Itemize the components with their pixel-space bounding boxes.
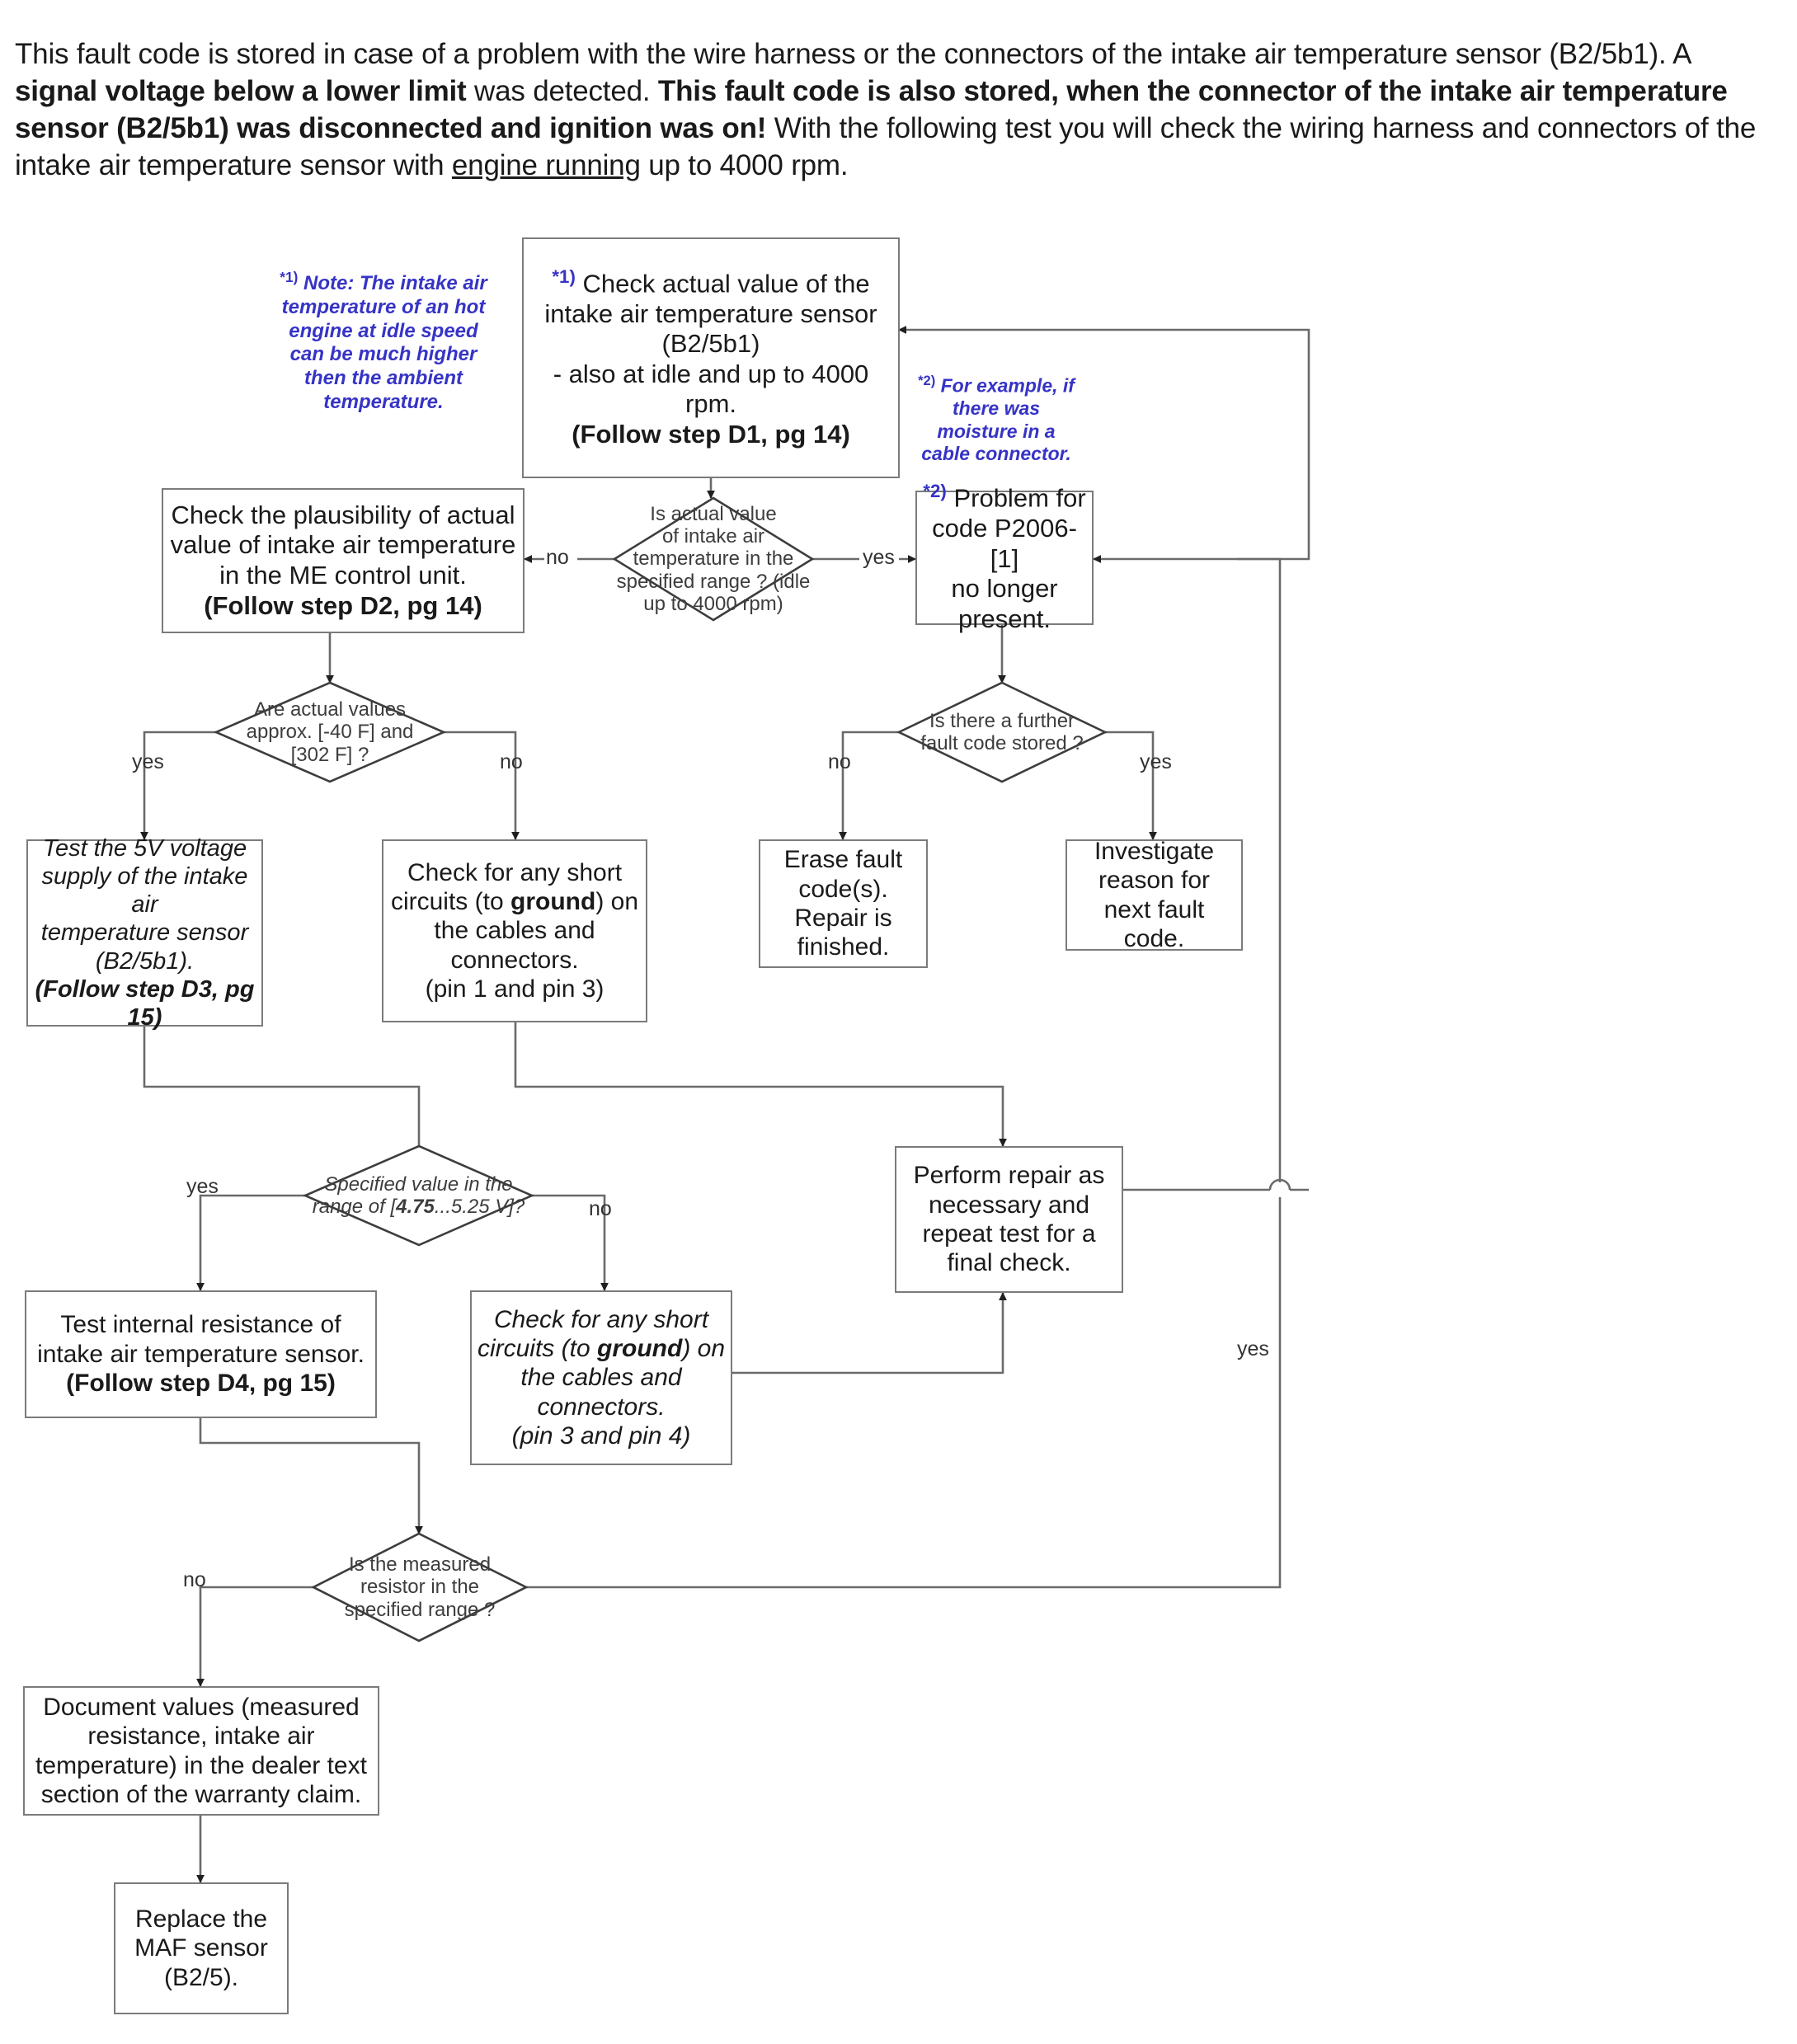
node-check-plausibility-line1: Check the plausibility of actual (171, 500, 515, 529)
node-check-plausibility-line3: in the ME control unit. (219, 561, 467, 590)
edge-label-no-4: no (589, 1197, 612, 1220)
node-test-internal-resistance[interactable]: Test internal resistance of intake air t… (25, 1290, 377, 1418)
node-test-5v-supply[interactable]: Test the 5V voltage supply of the intake… (26, 835, 263, 1031)
node-check-plausibility[interactable]: Check the plausibility of actual value o… (162, 488, 525, 633)
node-test-5v-line5: (Follow step D3, pg 15) (35, 975, 255, 1031)
node-perform-line4: final check. (947, 1249, 1071, 1277)
node-erase-line3: Repair is (794, 905, 892, 932)
node-replace-line1: Replace the (134, 1905, 268, 1933)
edge-label-yes-5: yes (1237, 1337, 1269, 1360)
node-internal-res-line1: Test internal resistance of (60, 1311, 341, 1339)
node-short34-line2a: circuits (to (477, 1334, 597, 1362)
node-problem-no-longer-present[interactable]: *2) Problem for code P2006-[1] no longer… (915, 481, 1094, 633)
intro-text-2: was detected. (466, 75, 658, 108)
intro-bold-2: This fault code is also stored, when the… (15, 75, 1728, 145)
node-check-actual-value-line3: (B2/5b1) (661, 329, 760, 359)
edge-label-no-1: no (546, 546, 569, 569)
node-investigate-line1: Investigate (1094, 837, 1215, 865)
node-problem-line1: Problem for (953, 483, 1086, 513)
node-short34-line2c: ) on (682, 1334, 726, 1362)
note-1-text: Note: The intake air temperature of an h… (281, 272, 487, 413)
note-2-marker: *2) (918, 373, 936, 388)
node-perform-line1: Perform repair as (913, 1162, 1105, 1190)
node-document-line2: resistance, intake air (87, 1722, 315, 1750)
node-erase-line4: finished. (797, 933, 890, 961)
intro-text-4: up to 4000 rpm. (640, 149, 849, 182)
node-replace-maf-sensor[interactable]: Replace the MAF sensor (B2/5). (114, 1882, 289, 2014)
node-short34-ground: ground (597, 1334, 683, 1362)
node-problem-line4: present. (957, 604, 1051, 634)
node-short34-line4: connectors. (537, 1393, 666, 1421)
node-perform-line2: necessary and (928, 1191, 1090, 1219)
note-1-marker: *1) (280, 269, 299, 285)
node-short13-line2c: ) on (595, 887, 639, 915)
node-check-actual-value-line1: Check actual value of the (582, 268, 870, 298)
intro-text-1: This fault code is stored in case of a p… (15, 38, 1691, 70)
intro-bold-1: signal voltage below a lower limit (15, 75, 467, 108)
intro-text-3: With the following test you will check t… (15, 112, 1757, 182)
node-investigate-line2: reason for (1098, 867, 1211, 895)
edge-label-no-2: no (500, 750, 523, 773)
node-document-line3: temperature) in the dealer text (35, 1751, 367, 1779)
node-erase-line1: Erase fault (783, 846, 903, 874)
node-short13-line1: Check for any short (407, 858, 623, 886)
node-erase-fault-codes[interactable]: Erase fault code(s). Repair is finished. (759, 839, 928, 968)
node-check-plausibility-line4: (Follow step D2, pg 14) (204, 590, 482, 620)
node-investigate-reason[interactable]: Investigate reason for next fault code. (1065, 837, 1243, 952)
intro-paragraph: This fault code is stored in case of a p… (15, 35, 1780, 185)
node-short13-line3: the cables and (434, 917, 595, 945)
edge-label-yes-2: yes (132, 750, 164, 773)
node-internal-res-line3: (Follow step D4, pg 15) (66, 1370, 336, 1398)
edge-label-yes-3: yes (1140, 750, 1172, 773)
node-short-circuits-pin1-pin3[interactable]: Check for any short circuits (to ground)… (382, 839, 647, 1022)
note-2-text: For example, if there was moisture in a … (921, 374, 1075, 465)
node-test-5v-line1: Test the 5V voltage (42, 834, 247, 862)
edge-label-yes-4: yes (186, 1175, 219, 1198)
node-test-5v-line4: (B2/5b1). (95, 947, 195, 975)
node-check-actual-value-marker: *1) (552, 265, 576, 287)
node-document-line4: section of the warranty claim. (40, 1780, 362, 1808)
node-document-values[interactable]: Document values (measured resistance, in… (23, 1686, 379, 1816)
node-internal-res-line2: intake air temperature sensor. (37, 1340, 365, 1368)
note-1: *1) Note: The intake air temperature of … (272, 269, 495, 415)
node-perform-line3: repeat test for a (922, 1220, 1096, 1248)
node-problem-line3: no longer (951, 574, 1058, 604)
node-check-actual-value-line2: intake air temperature sensor (544, 298, 877, 328)
edge-label-yes-1: yes (863, 546, 895, 569)
node-check-plausibility-line2: value of intake air temperature (170, 530, 516, 560)
note-2: *2) For example, if there was moisture i… (918, 373, 1075, 466)
node-check-actual-value-line4: - also at idle and up to 4000 rpm. (553, 359, 869, 419)
node-perform-repair[interactable]: Perform repair as necessary and repeat t… (895, 1146, 1123, 1293)
node-short34-line5: (pin 3 and pin 4) (511, 1422, 691, 1450)
intro-underline: engine running (451, 149, 641, 182)
node-document-line1: Document values (measured (43, 1693, 360, 1721)
node-check-actual-value-line5: (Follow step D1, pg 14) (572, 419, 850, 449)
edge-label-no-5: no (183, 1568, 206, 1591)
node-short34-line3: the cables and (520, 1364, 682, 1392)
node-erase-line2: code(s). (798, 875, 888, 903)
node-test-5v-line2: supply of the intake air (41, 862, 248, 919)
node-test-5v-line3: temperature sensor (40, 919, 249, 947)
node-short13-line2a: circuits (to (390, 887, 510, 915)
node-short13-line5: (pin 1 and pin 3) (425, 975, 604, 1003)
node-short-circuits-pin3-pin4[interactable]: Check for any short circuits (to ground)… (470, 1290, 732, 1465)
node-check-actual-value[interactable]: *1) Check actual value of the intake air… (522, 237, 900, 478)
edge-label-no-3: no (828, 750, 851, 773)
node-problem-marker: *2) (923, 481, 947, 502)
node-replace-line3: (B2/5). (163, 1963, 239, 1991)
node-short34-line1: Check for any short (493, 1305, 709, 1333)
node-replace-line2: MAF sensor (134, 1934, 268, 1962)
node-short13-line4: connectors. (450, 946, 579, 974)
node-investigate-line3: next fault code. (1103, 895, 1205, 952)
node-problem-line2: code P2006-[1] (932, 514, 1077, 573)
node-short13-ground: ground (510, 887, 596, 915)
